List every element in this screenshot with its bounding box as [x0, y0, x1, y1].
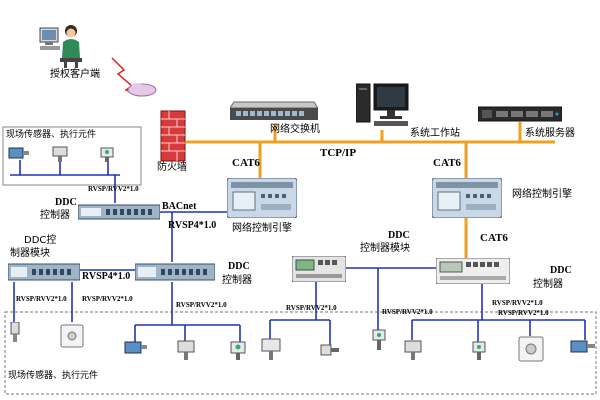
ddc-module-mid-l2: 控制器模块 — [360, 243, 410, 254]
pressure-switch-icon — [100, 147, 114, 162]
ddc-controller-left-icon — [78, 204, 160, 220]
ddc-module-left-l2: 制器模块 — [10, 248, 50, 259]
network-engine-left-icon — [227, 178, 297, 218]
sensor-icon — [10, 322, 20, 342]
rvsp4-upper-label: RVSP4*1.0 — [168, 220, 217, 231]
pressure-switch-icon — [372, 329, 386, 350]
server-icon — [478, 106, 562, 122]
ddc-ctrl-left-l2: 控制器 — [40, 210, 70, 221]
workstation-label: 系统工作站 — [410, 128, 460, 139]
cat6-right-label: CAT6 — [433, 157, 461, 169]
server-label: 系统服务器 — [525, 128, 575, 139]
engine-right-label: 网络控制引擎 — [512, 189, 572, 200]
ddc-module-left-icon — [8, 263, 80, 281]
field-box-top — [2, 126, 142, 186]
rvsp-top-label: RVSP/RVV2*1.0 — [88, 185, 139, 193]
ddc-ctrl-right-l2: 控制器 — [533, 279, 563, 290]
cat6-vertical-label: CAT6 — [480, 232, 508, 244]
ddc-module-mid-icon — [292, 256, 346, 282]
sensor-icon — [570, 340, 595, 353]
rvsp4-lower-label: RVSP4*1.0 — [82, 271, 131, 282]
ddc-controller-right-icon — [436, 258, 510, 284]
firewall-label: 防火墙 — [157, 162, 187, 173]
tcpip-label: TCP/IP — [320, 147, 357, 159]
ddc-ctrl-right-l1: DDC — [550, 265, 572, 276]
switch-label: 网络交换机 — [270, 124, 320, 135]
rvsp-b3-label: RVSP/RVV2*1.0 — [176, 301, 227, 309]
pressure-switch-icon — [472, 341, 486, 360]
bacnet-label: BACnet — [162, 201, 197, 212]
rvsp-b7-label: RVSP/RVV2*1.0 — [498, 309, 549, 317]
rvsp-b1-label: RVSP/RVV2*1.0 — [16, 295, 67, 303]
ddc-controller-mid-left-icon — [135, 263, 215, 281]
ddc-ctrl-mid-l2: 控制器 — [222, 275, 252, 286]
ddc-module-mid-l1: DDC — [388, 230, 410, 241]
sensor-icon — [8, 147, 29, 159]
thermostat-icon — [60, 324, 84, 348]
rvsp-b6-label: RVSP/RVV2*1.0 — [492, 299, 543, 307]
field-bus — [10, 160, 586, 345]
actuator-icon — [177, 340, 195, 360]
actuator-icon — [404, 340, 422, 360]
network-engine-right-icon — [432, 178, 502, 218]
pressure-switch-icon — [230, 341, 246, 360]
field-top-label: 现场传感器、执行元件 — [6, 130, 97, 140]
engine-left-label: 网络控制引擎 — [232, 223, 292, 234]
rvsp-b2-label: RVSP/RVV2*1.0 — [82, 295, 133, 303]
thermostat-icon — [518, 336, 544, 362]
internet-cloud-icon — [127, 83, 157, 97]
client-label: 授权客户端 — [50, 69, 100, 80]
field-bottom-label: 现场传感器、执行元件 — [8, 371, 99, 381]
field-box-bottom — [4, 311, 597, 395]
ddc-module-left-l1: DDC控 — [24, 235, 57, 246]
ddc-ctrl-mid-l1: DDC — [228, 261, 250, 272]
sensor-icon — [124, 341, 147, 354]
actuator-icon — [261, 338, 281, 360]
actuator-icon — [52, 146, 68, 162]
firewall-icon — [160, 110, 186, 162]
network-switch-icon — [230, 101, 318, 120]
cat6-left-label: CAT6 — [232, 157, 260, 169]
ddc-ctrl-left-l1: DDC — [55, 197, 77, 208]
rvsp-b5-label: RVSP/RVV2*1.0 — [382, 308, 433, 316]
tcpip-bus — [186, 122, 555, 258]
sensor-icon — [320, 344, 339, 356]
workstation-icon — [356, 83, 409, 126]
client-user-icon — [39, 25, 82, 68]
rvsp-b4-label: RVSP/RVV2*1.0 — [286, 304, 337, 312]
